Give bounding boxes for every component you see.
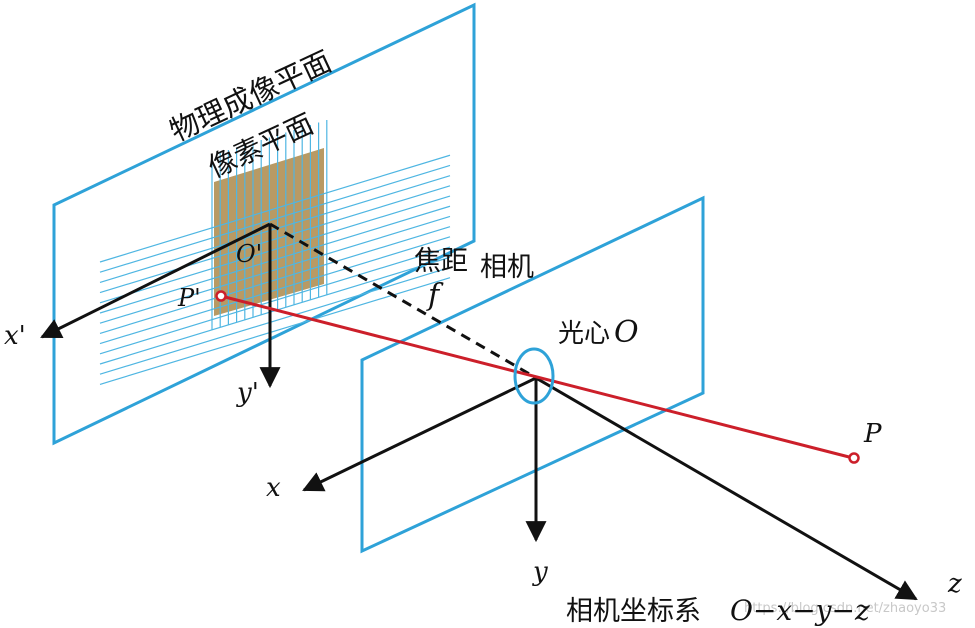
z-label: z [947,569,962,599]
optical-center-symbol: O [614,315,639,350]
y-label: y [532,557,548,587]
p-prime-label: P' [177,284,201,312]
grid-line-horizontal [99,266,451,375]
coord-formula: O−x−y−z [730,594,870,627]
o-prime-label: O' [236,240,262,268]
coord-system-label: 相机坐标系 [566,596,701,627]
grid-line-horizontal [99,226,451,334]
point-p-marker [848,452,860,464]
grid-line-horizontal [99,175,451,283]
x-prime-axis [40,222,271,339]
camera-plane [360,195,705,554]
grid-line-horizontal [99,205,451,314]
focal-symbol: f [426,278,444,313]
z-axis [535,376,918,601]
pixel-grid-horizontal [99,154,451,385]
point-p-label: P [863,419,882,449]
physical-imaging-plane [52,2,476,446]
grid-line-horizontal [99,164,451,273]
camera-label: 相机 [480,252,534,283]
point-p-prime-marker [215,290,227,302]
grid-line-horizontal [99,154,451,263]
optical-center-ring [513,347,555,405]
grid-line-horizontal [99,246,451,355]
focal-length-label: 焦距 [414,246,468,277]
grid-line-horizontal [99,195,451,304]
x-axis [302,376,537,492]
x-prime-label: x' [4,321,26,351]
projection-ray [220,294,854,460]
optical-center-label: 光心 [558,319,610,349]
grid-line-horizontal [99,215,451,324]
watermark: https://blog.csdn.net/zhaoyo33 [744,601,946,616]
grid-line-horizontal [99,185,451,294]
x-label: x [266,473,281,503]
grid-line-horizontal [99,236,451,345]
y-prime-label: y' [236,378,259,408]
